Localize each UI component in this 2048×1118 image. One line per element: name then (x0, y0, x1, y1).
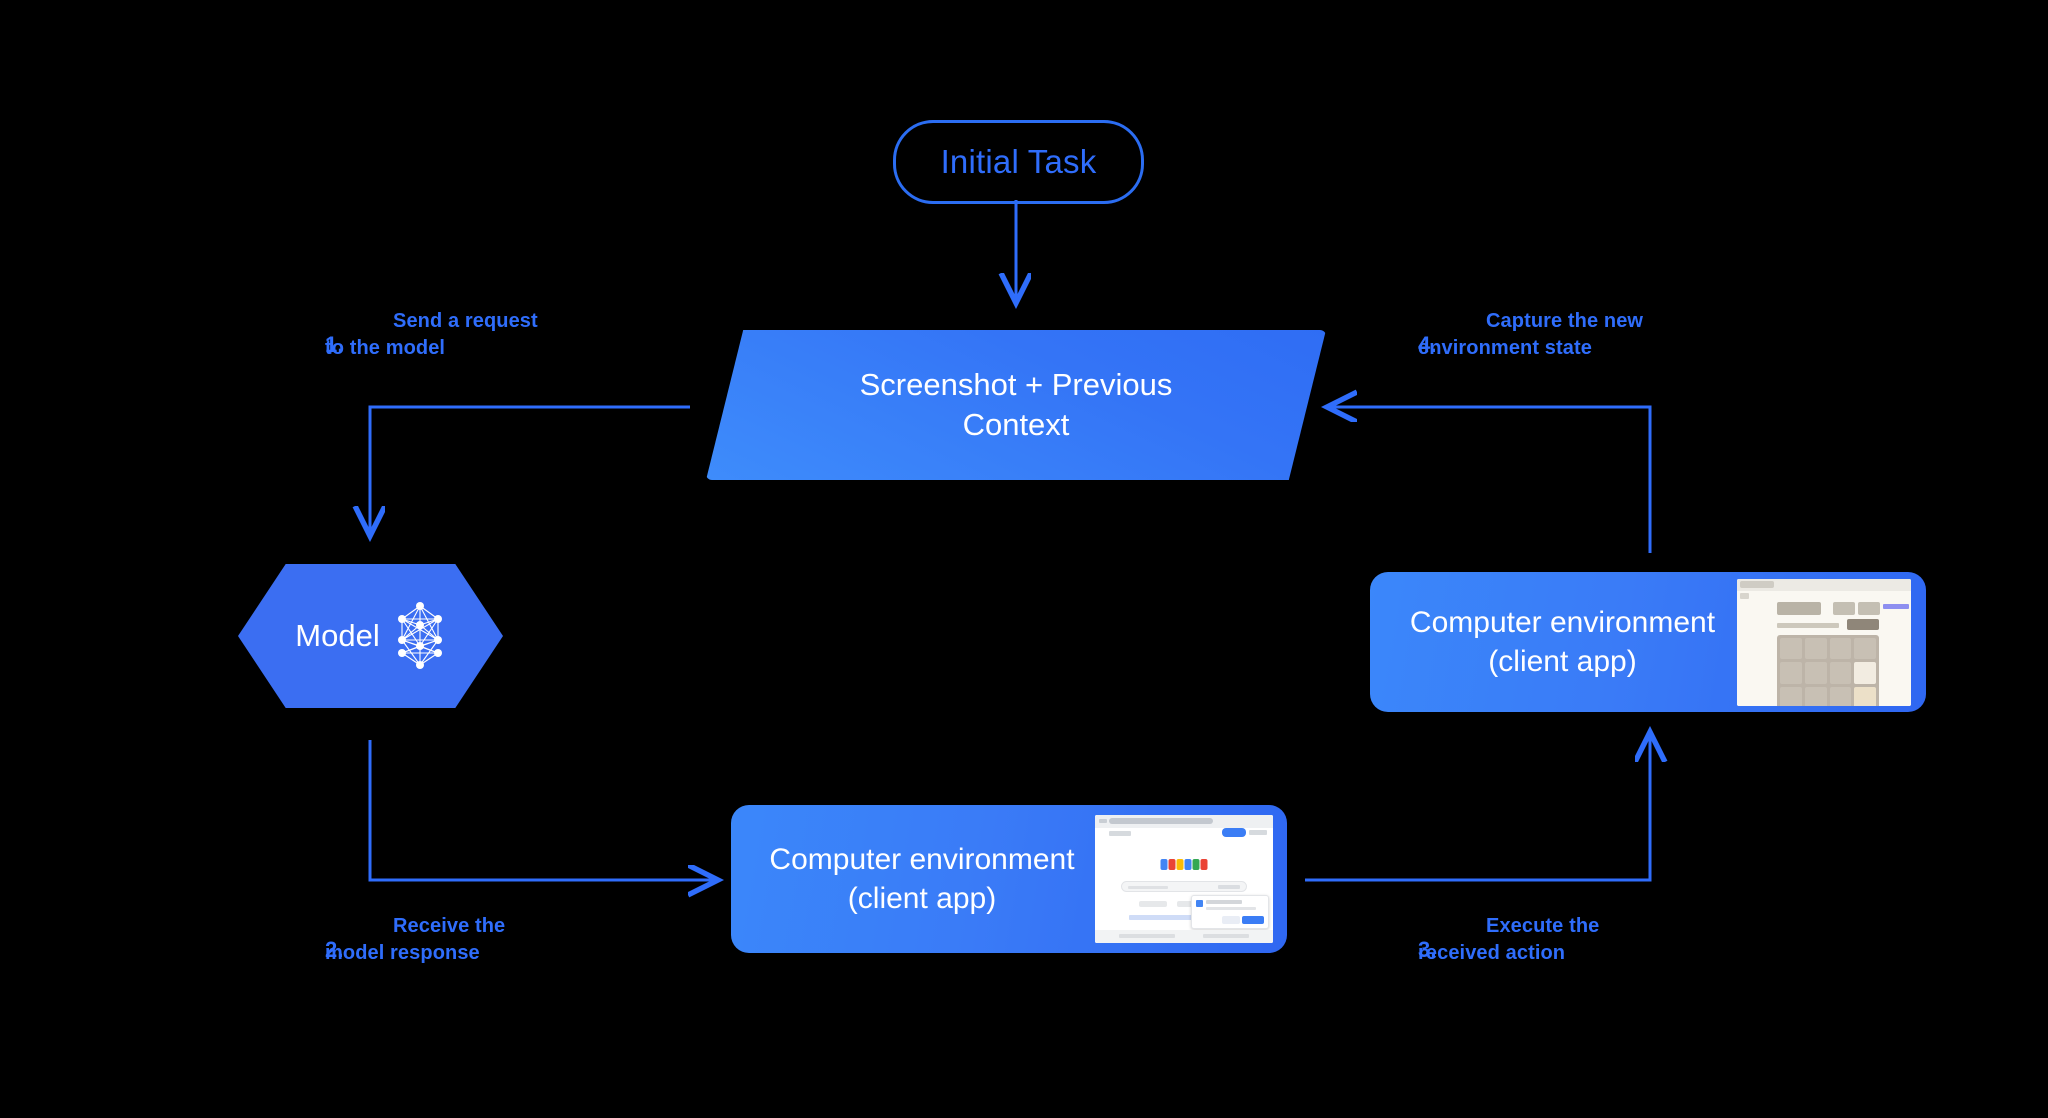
env-right-line1: Computer environment (1409, 606, 1716, 639)
google-logo-icon (1160, 859, 1208, 870)
env-right-line2: (client app) (1488, 645, 1637, 678)
step-2-number: 2. (325, 937, 344, 962)
google-search-thumbnail (1095, 815, 1273, 943)
step-label-2: 2. Receive the model response (325, 913, 655, 967)
env-right-label: Computer environment (client app) (1370, 603, 1737, 681)
step-2-text: Receive the model response (325, 915, 506, 964)
wire-model-to-bottom-env (368, 740, 715, 880)
thumb-2048-title (1777, 601, 1821, 615)
context-node[interactable]: Screenshot + Previous Context (706, 330, 1326, 480)
env-bottom-line2: (client app) (847, 882, 997, 915)
wire-right-env-to-context (1330, 407, 1652, 553)
neural-network-icon (397, 602, 442, 669)
step-4-number: 4. (1418, 332, 1437, 357)
context-node-shape (706, 330, 1326, 480)
env-bottom-line1: Computer environment (769, 843, 1075, 876)
initial-task-label: Initial Task (940, 143, 1097, 180)
model-node-label: Model (295, 618, 380, 653)
computer-environment-bottom-card[interactable]: Computer environment (client app) (731, 805, 1287, 953)
thumb-dialog (1191, 895, 1269, 929)
step-label-4: 4. Capture the new environment state (1418, 308, 1758, 362)
step-1-number: 1. (325, 332, 344, 357)
model-node[interactable]: Model (238, 564, 503, 708)
env-bottom-label: Computer environment (client app) (731, 840, 1095, 918)
initial-task-node[interactable]: Initial Task (893, 120, 1144, 204)
context-node-line1: Screenshot + Previous (859, 367, 1173, 403)
context-node-label: Screenshot + Previous Context (706, 330, 1326, 480)
model-node-shape (238, 564, 503, 708)
step-label-3: 3. Execute the received action (1418, 913, 1748, 967)
step-4-text: Capture the new environment state (1418, 310, 1644, 359)
step-3-number: 3. (1418, 937, 1437, 962)
step-3-text: Execute the received action (1418, 915, 1600, 964)
wire-bottom-env-to-right-env (1305, 735, 1650, 882)
wire-context-to-model (370, 405, 690, 533)
thumb-2048-board (1777, 634, 1879, 706)
game-2048-thumbnail (1737, 578, 1911, 706)
step-label-1: 1. Send a request to the model (325, 308, 655, 362)
thumb-search-box (1121, 881, 1247, 892)
context-node-line2: Context (962, 407, 1070, 442)
computer-environment-right-card[interactable]: Computer environment (client app) (1370, 572, 1926, 712)
step-1-text: Send a request to the model (325, 310, 538, 359)
